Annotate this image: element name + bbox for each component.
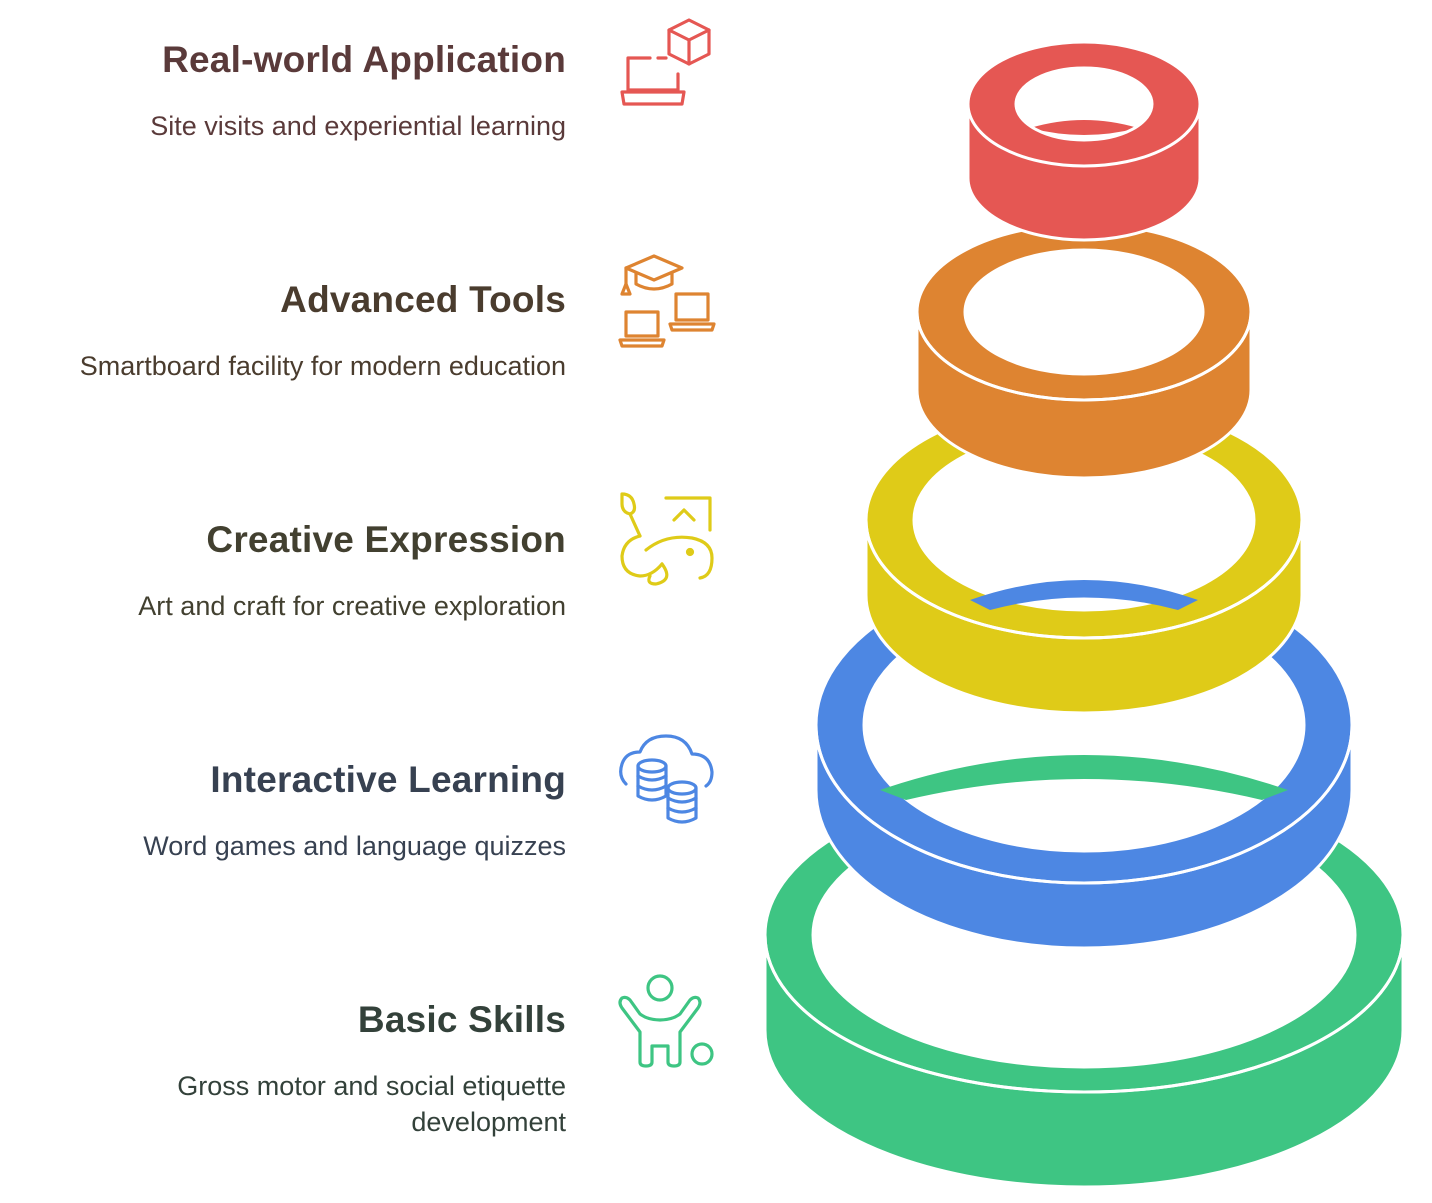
level-title: Basic Skills [357, 999, 566, 1040]
level-description: Gross motor and social etiquette develop… [177, 1071, 566, 1137]
level-description: Art and craft for creative exploration [138, 591, 566, 621]
cloud-database-icon [616, 730, 716, 830]
ring-real-world-application [966, 40, 1202, 242]
level-description: Word games and language quizzes [143, 831, 566, 861]
level-description: Site visits and experiential learning [150, 111, 566, 141]
ring-advanced-tools [915, 222, 1253, 480]
ring-basic-skills-back [880, 755, 1288, 800]
level-title: Real-world Application [162, 39, 566, 80]
child-ball-icon [616, 970, 716, 1070]
level-basic-skills: Basic Skills Gross motor and social etiq… [6, 998, 566, 1140]
art-brush-elephant-icon [616, 490, 716, 590]
ring-creative-expression [864, 400, 1304, 715]
level-advanced-tools: Advanced Tools Smartboard facility for m… [6, 278, 566, 384]
graduation-cap-laptops-icon [616, 250, 716, 350]
level-creative-expression: Creative Expression Art and craft for cr… [6, 518, 566, 624]
ring-interactive-learning-back [970, 580, 1198, 610]
laptop-cube-icon [616, 12, 716, 112]
level-description: Smartboard facility for modern education [79, 351, 566, 381]
level-title: Advanced Tools [280, 279, 566, 320]
level-real-world-application: Real-world Application Site visits and e… [6, 38, 566, 144]
level-title: Creative Expression [206, 519, 566, 560]
level-interactive-learning: Interactive Learning Word games and lang… [6, 758, 566, 864]
level-title: Interactive Learning [210, 759, 566, 800]
